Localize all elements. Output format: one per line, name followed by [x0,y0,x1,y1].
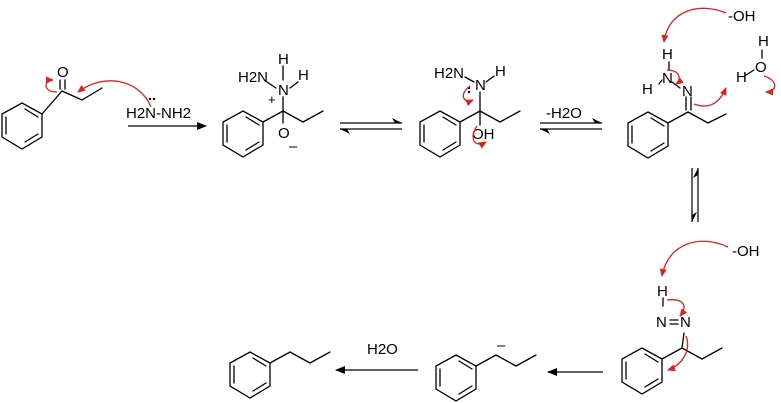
carbinolamine-h-label: H [495,63,506,80]
hydroxide-label-top: -OH [728,8,756,25]
carbonyl-electron-arrow [45,76,58,93]
hydrazinyl-nh2-label: H2N [238,69,268,86]
hydrazone: H N H N [627,46,727,159]
minus-charge: – [289,138,298,155]
hydroxyl-departure-arrow [472,125,487,149]
carbanion-minus-charge: – [497,337,506,354]
carbinolamine-nh2-label: H2N [434,65,464,82]
ketone-structure: O [1,64,103,150]
hydrazone-imine-n-label: N [682,83,693,100]
water-reagent-label: H2O [367,341,398,358]
hydrazone-nh-label: N [662,70,673,87]
ammonium-h-right: H [298,67,309,84]
diazene-n1-label: N [656,314,667,331]
hydroxide-label-bottom: -OH [732,243,760,260]
nucleophile-attack-arrow [77,80,152,108]
water-h-left: H [736,69,747,86]
nitrogen-lone-pair-arrow [462,85,474,107]
carbinolamine: H2N N H OH [419,63,521,158]
equilibrium-arrow-vertical [691,168,699,222]
imine-protonation-arrow [693,87,727,107]
water-o-label: O [755,59,767,76]
alkoxide-o-label: O [278,125,290,142]
deprotonation-arrow-2 [659,240,729,277]
carbanion: – [435,337,537,402]
plus-charge: + [268,92,276,107]
hydrazine-label: H2N-NH2 [126,105,191,122]
water-loss-label: -H2O [546,105,582,122]
ammonium-h-top: H [278,51,289,68]
hydrazine-reagent: H2N-NH2 [126,97,191,122]
propylbenzene-product [229,351,331,399]
hydrazone-h-top: H [662,46,673,63]
hydroxyl-label: OH [472,126,495,143]
water-electron-arrow [763,75,776,96]
diazene-n2-label: N [680,314,691,331]
water-molecule: H O H [736,33,769,86]
water-h-top: H [758,33,769,50]
hydrazone-h-left: H [642,81,653,98]
equilibrium-arrow-1 [340,118,402,134]
equilibrium-arrow-2: -H2O [540,105,602,134]
diazene-h-label: H [657,283,668,300]
nitrogen-loss-arrow [667,335,689,372]
carbinolamine-n-label: N [475,77,486,94]
deprotonation-arrow-1 [661,7,727,43]
ammonium-n-label: N [278,82,289,99]
ketone-oxygen-label: O [57,64,69,81]
tetrahedral-zwitterion: H2N N + H H O – [222,51,324,158]
nn-bond-formation-arrow [666,299,688,317]
nh-electron-shift-arrow [666,69,684,85]
diazene-intermediate: H N N [621,283,723,395]
